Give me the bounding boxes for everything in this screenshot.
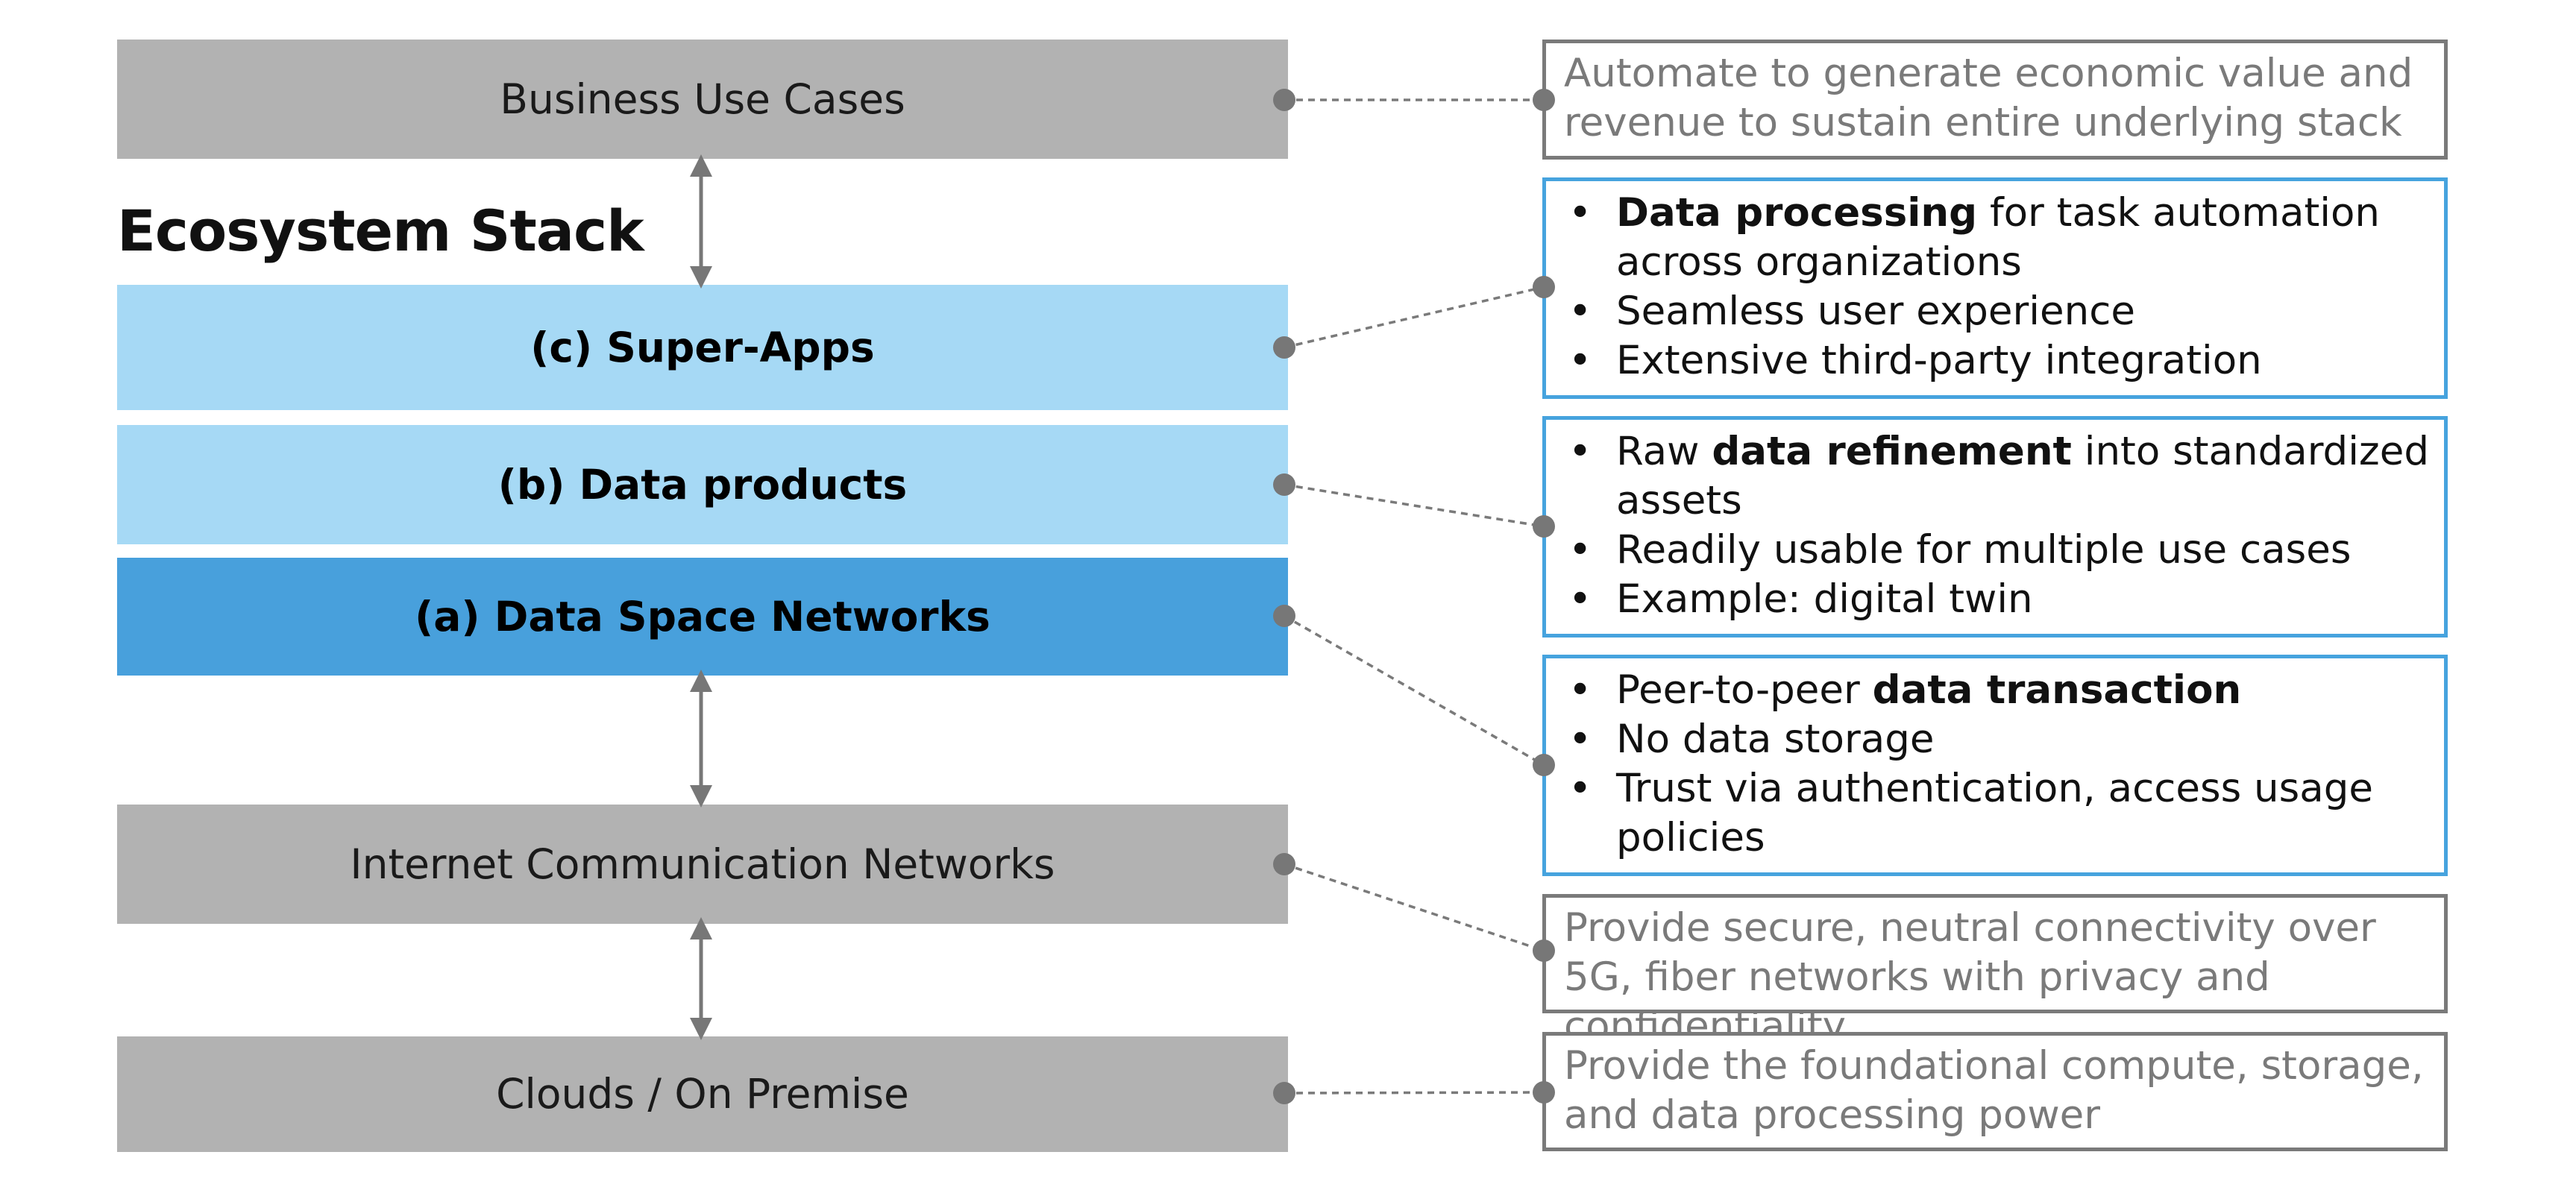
description-text: Automate to generate economic value and … — [1564, 51, 2413, 145]
bullet-item: • Seamless user experience — [1556, 287, 2434, 336]
connector-dot — [1273, 1082, 1295, 1104]
description-business-use-cases: Automate to generate economic value and … — [1542, 40, 2448, 160]
bullet-dot: • — [1568, 766, 1592, 811]
layer-super-apps: (c) Super-Apps — [117, 285, 1288, 410]
layer-label: (a) Data Space Networks — [415, 592, 990, 640]
bullet-text: Seamless user experience — [1616, 289, 2135, 334]
description-data-products: • Raw data refinement into standardized a… — [1542, 416, 2448, 638]
connector-dot — [1273, 473, 1295, 496]
bullet-dot: • — [1568, 576, 1592, 622]
connector-dot — [1273, 89, 1295, 111]
bullet-dot: • — [1568, 289, 1592, 334]
bullet-bold-text: Data processing — [1616, 190, 1978, 236]
connector-clouds — [1284, 1091, 1545, 1095]
layer-business-use-cases: Business Use Cases — [117, 40, 1288, 159]
bullet-item: • Peer-to-peer data transaction — [1556, 666, 2434, 715]
connector-dot — [1533, 89, 1555, 111]
bullet-item: • Trust via authentication, access usage … — [1556, 764, 2434, 863]
bullet-item: • Raw data refinement into standardized a… — [1556, 427, 2434, 526]
bullet-list: • Peer-to-peer data transaction • No data s… — [1556, 666, 2434, 863]
bullet-text: Peer-to-peer — [1616, 667, 1873, 713]
connector-dot — [1533, 939, 1555, 962]
connector-dot — [1273, 336, 1295, 359]
bullet-dot: • — [1568, 527, 1592, 573]
description-clouds-on-premise: Provide the foundational compute, storag… — [1542, 1032, 2448, 1151]
connector-dot — [1533, 276, 1555, 298]
bullet-text: for task automation across organizations — [1616, 190, 2380, 285]
connector-super-apps — [1284, 286, 1545, 349]
connector-internet — [1284, 863, 1545, 952]
layer-label: Internet Communication Networks — [350, 840, 1055, 888]
bullet-dot: • — [1568, 429, 1592, 474]
bullet-item: • Readily usable for multiple use cases — [1556, 526, 2434, 575]
bullet-text: Example: digital twin — [1616, 576, 2033, 622]
diagram-title: Ecosystem Stack — [117, 198, 644, 264]
layer-label: (b) Data products — [497, 460, 908, 509]
bullet-dot: • — [1568, 667, 1592, 713]
connector-dot — [1533, 754, 1555, 776]
bullet-dot: • — [1568, 717, 1592, 762]
layer-label: (c) Super-Apps — [530, 323, 875, 371]
layer-label: Clouds / On Premise — [496, 1070, 909, 1118]
description-data-space-networks: • Peer-to-peer data transaction • No data s… — [1542, 655, 2448, 876]
bullet-text: into standardized assets — [1616, 429, 2429, 523]
bullet-dot: • — [1568, 190, 1592, 236]
layer-data-space-networks: (a) Data Space Networks — [117, 558, 1288, 676]
bullet-list: • Data processing for task automation acr… — [1556, 189, 2434, 385]
layer-data-products: (b) Data products — [117, 425, 1288, 544]
bullet-bold-text: data transaction — [1872, 667, 2242, 713]
connector-data-products — [1284, 483, 1545, 528]
bullet-text: Readily usable for multiple use cases — [1616, 527, 2352, 573]
connector-dot — [1273, 853, 1295, 875]
bullet-text: Trust via authentication, access usage p… — [1616, 766, 2373, 860]
bullet-item: • Data processing for task automation acr… — [1556, 189, 2434, 287]
connector-data-space — [1284, 614, 1545, 767]
bullet-item: • Example: digital twin — [1556, 575, 2434, 624]
layer-label: Business Use Cases — [500, 75, 905, 123]
bullet-list: • Raw data refinement into standardized a… — [1556, 427, 2434, 624]
bullet-item: • Extensive third-party integration — [1556, 336, 2434, 385]
layer-internet-communication-networks: Internet Communication Networks — [117, 805, 1288, 924]
bullet-item: • No data storage — [1556, 715, 2434, 764]
description-super-apps: • Data processing for task automation acr… — [1542, 177, 2448, 399]
description-text: Provide the foundational compute, storag… — [1564, 1043, 2424, 1138]
bullet-text: Extensive third-party integration — [1616, 338, 2262, 383]
connector-dot — [1533, 515, 1555, 538]
connector-dot — [1273, 605, 1295, 627]
bullet-bold-text: data refinement — [1712, 429, 2072, 474]
layer-clouds-on-premise: Clouds / On Premise — [117, 1036, 1288, 1152]
connector-dot — [1533, 1081, 1555, 1104]
bullet-dot: • — [1568, 338, 1592, 383]
bullet-text: Raw — [1616, 429, 1712, 474]
bullet-text: No data storage — [1616, 717, 1935, 762]
